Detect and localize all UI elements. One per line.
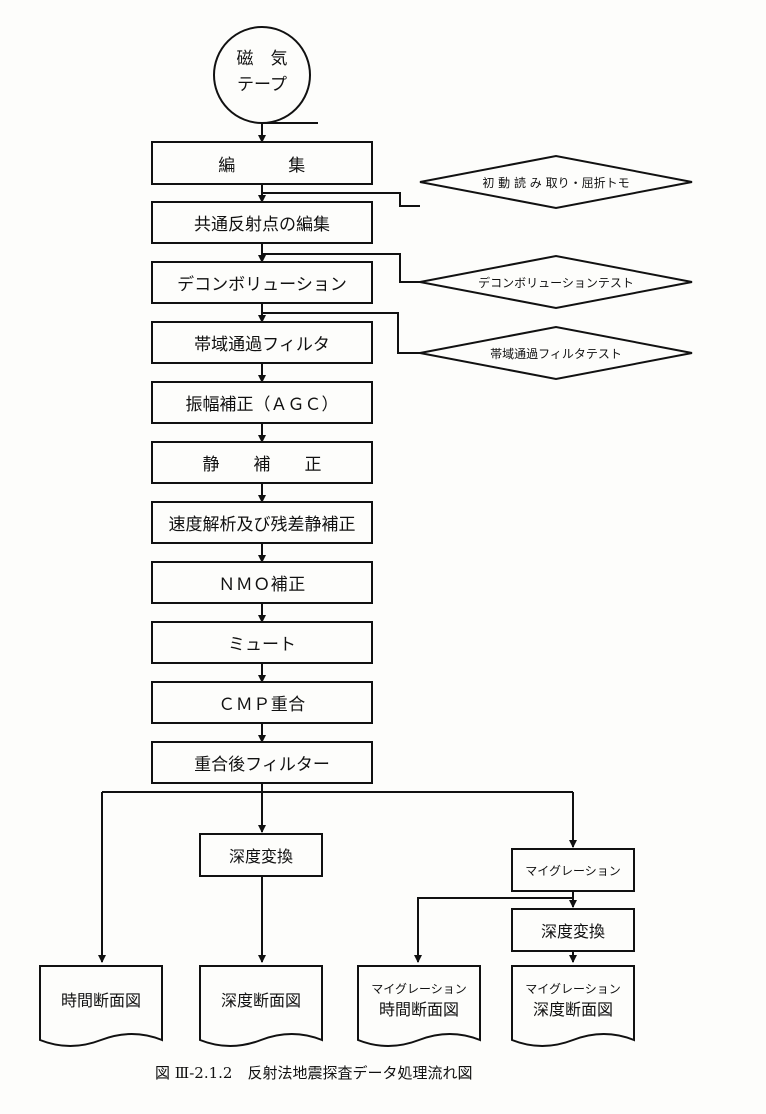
- test-deconvolution: デコンボリューションテスト: [478, 275, 634, 290]
- output-time-section: 時間断面図: [60, 991, 141, 1010]
- output-migration-time-line1: マイグレーション: [371, 982, 467, 996]
- output-depth-section: 深度断面図: [220, 991, 301, 1010]
- branch-migration: マイグレーション: [525, 863, 621, 878]
- step-cmp-stack: ＣＭＰ重合: [218, 695, 306, 715]
- doc-shape-depth: [199, 965, 323, 1047]
- step-post-stack-filter: 重合後フィルター: [194, 755, 330, 775]
- step-amplitude-agc: 振幅補正（ＡＧＣ）: [185, 395, 339, 415]
- step-velocity-analysis: 速度解析及び残差静補正: [168, 515, 356, 535]
- test-first-break-refraction: 初 動 読 み 取り・屈折トモ: [482, 175, 630, 190]
- step-mute: ミュート: [228, 635, 296, 655]
- test-bandpass-filter: 帯域通過フィルタテスト: [490, 346, 622, 361]
- step-bandpass-filter: 帯域通過フィルタ: [194, 335, 330, 355]
- branch-migration-depth-conversion: 深度変換: [540, 922, 605, 941]
- doc-shape-mig-depth: [511, 965, 635, 1047]
- figure-caption: 図 Ⅲ-2.1.2 反射法地震探査データ処理流れ図: [155, 1064, 473, 1082]
- step-nmo-correction: ＮＭＯ補正: [218, 575, 306, 595]
- output-migration-depth-line2: 深度断面図: [532, 1000, 613, 1019]
- diamond-shape-3: [419, 325, 693, 381]
- doc-shape-time: [39, 965, 163, 1047]
- branch-depth-conversion: 深度変換: [228, 847, 293, 866]
- output-migration-time-section: マイグレーション 時間断面図: [358, 980, 480, 1022]
- start-line2: テープ: [237, 75, 287, 95]
- diamond-shape-2: [419, 254, 693, 310]
- output-migration-depth-section: マイグレーション 深度断面図: [512, 980, 634, 1022]
- output-migration-time-line2: 時間断面図: [378, 1000, 459, 1019]
- doc-shape-mig-time: [357, 965, 481, 1047]
- start-line1: 磁 気: [236, 49, 288, 69]
- step-deconvolution: デコンボリューション: [177, 275, 347, 295]
- step-static-correction: 静 補 正: [202, 455, 322, 475]
- start-terminal-magnetic-tape: 磁 気 テープ: [214, 46, 310, 98]
- step-cmp-sort: 共通反射点の編集: [194, 215, 330, 235]
- step-edit: 編 集: [218, 155, 306, 176]
- output-migration-depth-line1: マイグレーション: [525, 982, 621, 996]
- diamond-shape-1: [419, 154, 693, 210]
